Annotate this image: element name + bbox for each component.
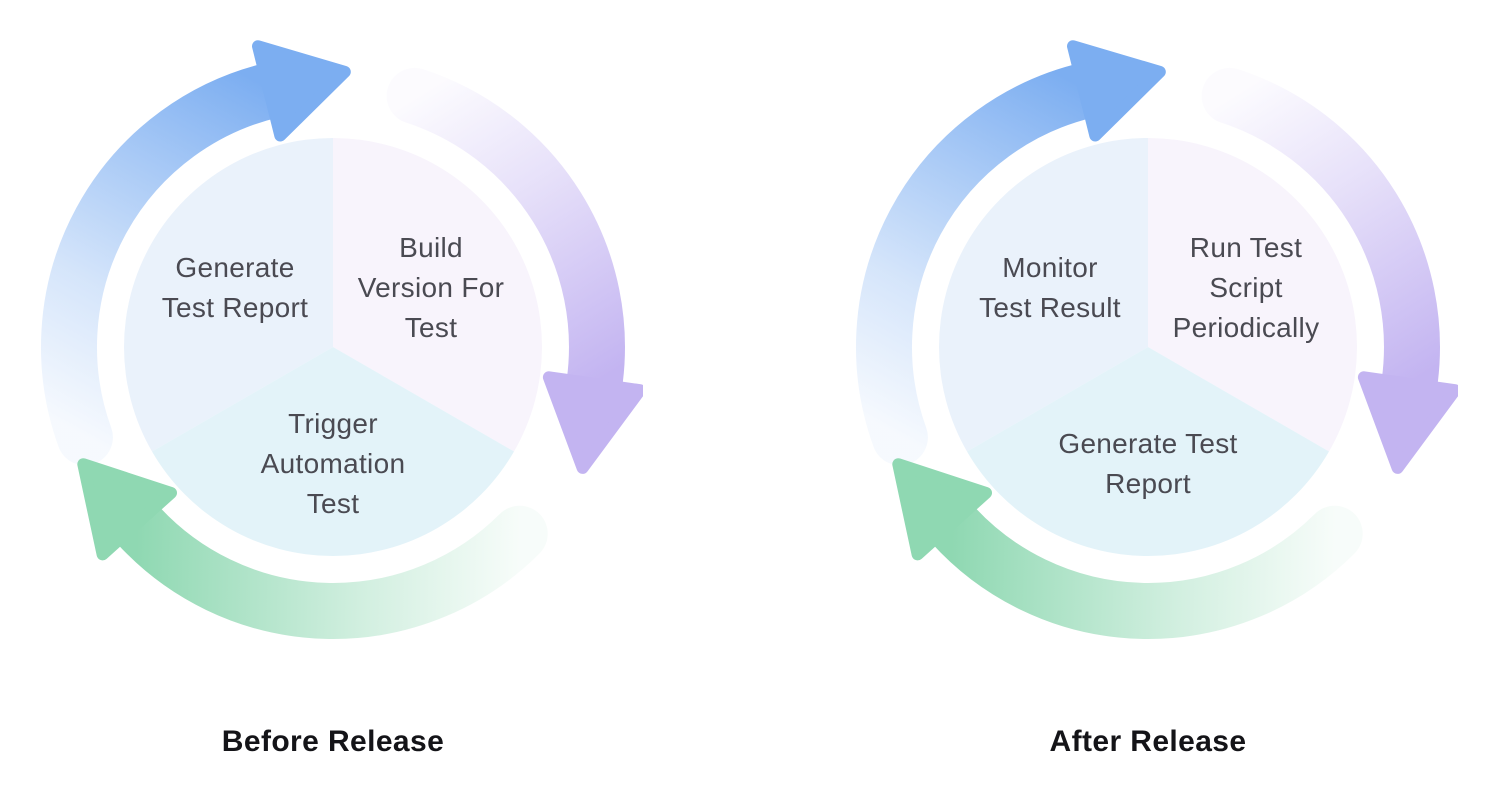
- segment-bottom: [152, 347, 514, 557]
- segment-top-left: [938, 138, 1148, 452]
- segment-bottom: [967, 347, 1329, 557]
- arrow-blue-body: [855, 61, 1117, 466]
- cycle-diagram-before-release: Generate Test Report Build Version For T…: [23, 40, 643, 800]
- cycle-graphic-after: [855, 40, 1458, 639]
- arrow-green-body: [923, 495, 1363, 639]
- arrow-blue-head-icon: [1067, 40, 1166, 142]
- cycle-diagram-after-release: Monitor Test Result Run Test Script Peri…: [838, 40, 1458, 800]
- segment-top-right: [333, 138, 543, 452]
- cycle-graphic-before: [40, 40, 643, 639]
- arrow-purple-body: [386, 67, 625, 412]
- arrow-green-body: [108, 495, 548, 639]
- arrow-blue-head-icon: [252, 40, 351, 142]
- diagram-title-before-release: Before Release: [221, 725, 445, 758]
- diagram-title-after-release: After Release: [1049, 725, 1247, 758]
- arrow-purple-head-icon: [1357, 371, 1458, 474]
- arrow-blue-body: [40, 61, 302, 466]
- arrow-green-head-icon: [892, 458, 992, 561]
- arrow-green-head-icon: [77, 458, 177, 561]
- segment-top-right: [1148, 138, 1358, 452]
- arrow-purple-head-icon: [542, 371, 643, 474]
- segment-top-left: [123, 138, 333, 452]
- arrow-purple-body: [1201, 67, 1440, 412]
